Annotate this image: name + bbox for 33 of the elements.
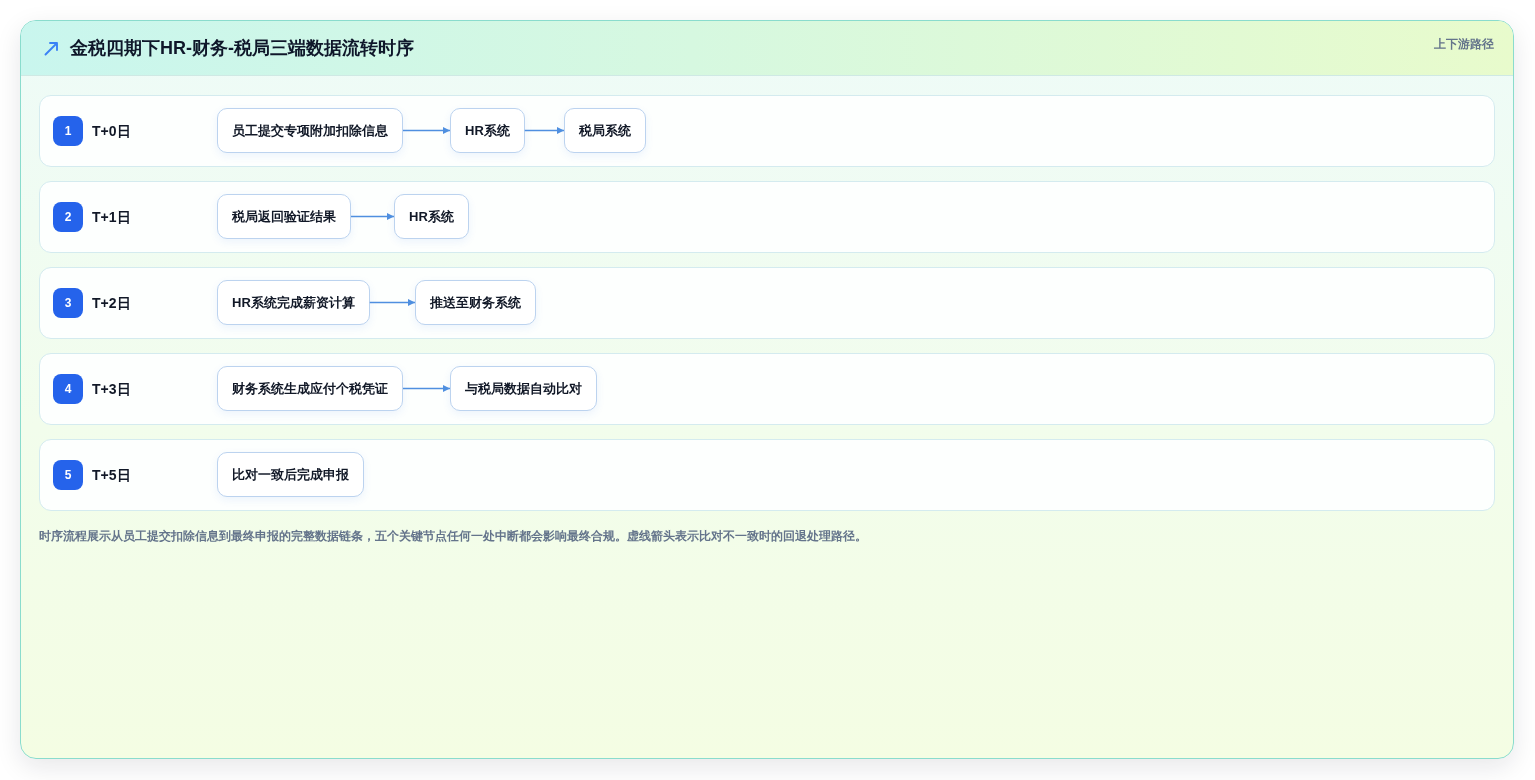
process-box: 员工提交专项附加扣除信息 [217, 108, 403, 153]
process-box: HR系统完成薪资计算 [217, 280, 370, 325]
step-number-badge: 5 [53, 460, 83, 490]
time-label: T+2日 [92, 294, 131, 312]
arrow [402, 385, 451, 392]
step-number-badge: 2 [53, 202, 83, 232]
timeline-row [39, 181, 1495, 253]
timeline-row [39, 95, 1495, 167]
process-box: HR系统 [394, 194, 469, 239]
header-note: 上下游路径 [1434, 37, 1494, 52]
arrow [402, 127, 451, 134]
timeline-row [39, 353, 1495, 425]
caption-text: 时序流程展示从员工提交扣除信息到最终申报的完整数据链条，五个关键节点任何一处中断都会影响最终合规。虚线箭头表示比对不一致时的回退处理路径。 [39, 528, 867, 544]
time-label: T+3日 [92, 380, 131, 398]
process-box: 税局返回验证结果 [217, 194, 351, 239]
process-box: 比对一致后完成申报 [217, 452, 364, 497]
process-box: 财务系统生成应付个税凭证 [217, 366, 403, 411]
arrow [350, 213, 395, 220]
timeline-row [39, 267, 1495, 339]
step-number-badge: 4 [53, 374, 83, 404]
step-number-badge: 1 [53, 116, 83, 146]
process-box: 税局系统 [564, 108, 646, 153]
process-box: 推送至财务系统 [415, 280, 536, 325]
step-number-badge: 3 [53, 288, 83, 318]
timeline-row [39, 439, 1495, 511]
time-label: T+0日 [92, 122, 131, 140]
process-box: HR系统 [450, 108, 525, 153]
title: 金税四期下HR-财务-税局三端数据流转时序 [70, 37, 414, 60]
time-label: T+5日 [92, 466, 131, 484]
arrow [369, 299, 416, 306]
time-label: T+1日 [92, 208, 131, 226]
arrow [524, 127, 565, 134]
process-box: 与税局数据自动比对 [450, 366, 597, 411]
